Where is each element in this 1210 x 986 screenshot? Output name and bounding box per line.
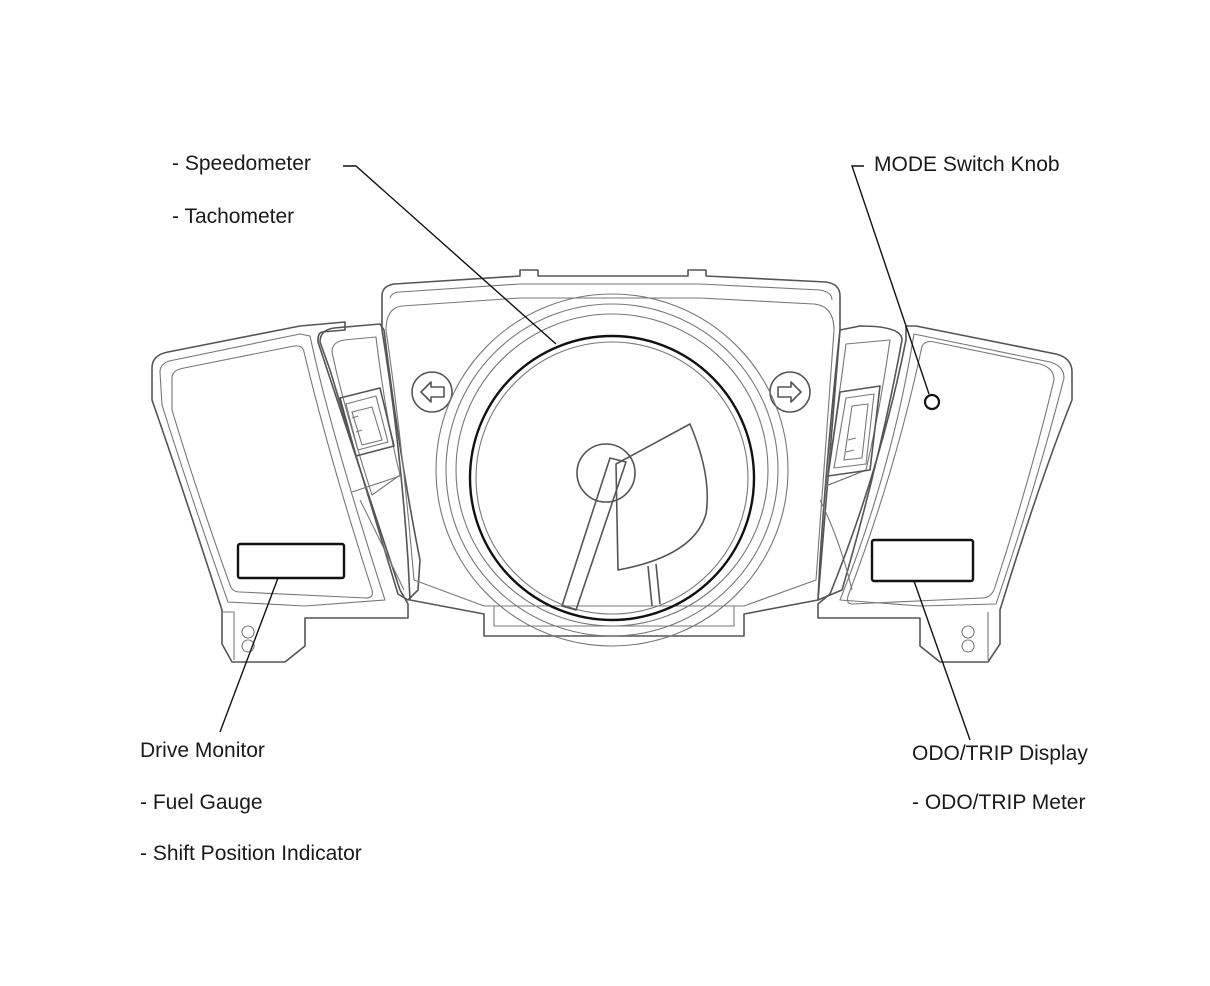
odo-trip-display-label: ODO/TRIP Display (912, 742, 1088, 765)
leader-lines (219, 165, 971, 741)
arrow-right-icon (777, 381, 802, 403)
main-gauge (435, 293, 789, 647)
gauge-needle (561, 457, 627, 611)
right-connector (827, 385, 881, 477)
fuel-gauge-label: - Fuel Gauge (140, 791, 263, 814)
shift-position-indicator-label: - Shift Position Indicator (140, 842, 362, 865)
drive-monitor-leader (219, 577, 279, 733)
speedometer-label: - Speedometer (172, 152, 311, 175)
left-connector (339, 387, 395, 457)
drive-monitor-display (236, 542, 346, 580)
right-wing-housing (817, 325, 1073, 663)
circle-knob-icon[interactable] (923, 393, 941, 411)
odo-trip-leader (913, 580, 971, 741)
speedometer-leader (343, 165, 557, 345)
odo-trip-meter-label: - ODO/TRIP Meter (912, 791, 1086, 814)
left-turn-indicator (411, 371, 453, 413)
mode-knob-leader (851, 165, 930, 395)
tachometer-sector (615, 423, 709, 571)
speedometer-dial (468, 334, 756, 622)
left-wing-housing (151, 321, 409, 663)
central-hood-housing (381, 269, 841, 637)
mode-switch-knob-label: MODE Switch Knob (874, 153, 1060, 176)
right-middle-panel (817, 325, 903, 601)
left-middle-panel (319, 323, 421, 601)
drive-monitor-label: Drive Monitor (140, 739, 265, 762)
tachometer-label: - Tachometer (172, 205, 295, 228)
gauge-hub (576, 443, 636, 503)
arrow-left-icon (420, 381, 445, 403)
odo-trip-display-window (870, 538, 975, 583)
